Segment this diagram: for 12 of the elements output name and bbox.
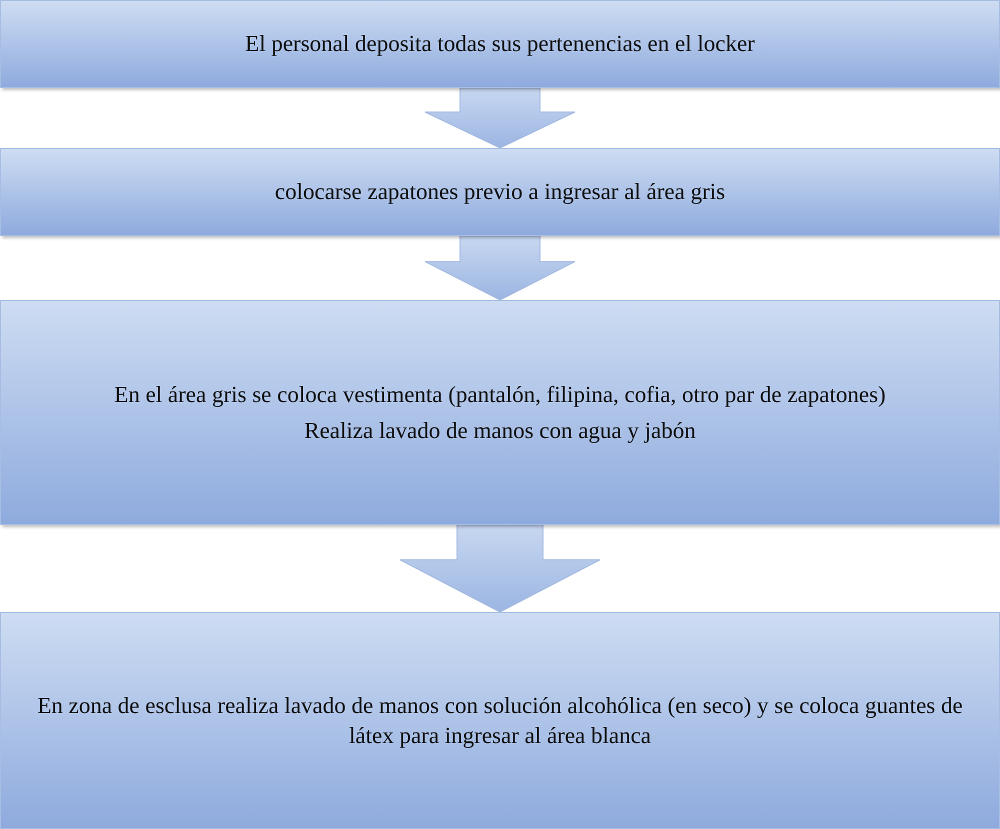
block-arrow xyxy=(400,524,600,613)
step-text: En zona de esclusa realiza lavado de manos con solución alcohólica (en seco) y se coloca guantes de látex para ingresar al área blanca xyxy=(36,692,964,750)
block-arrow xyxy=(424,236,576,301)
step-text: El personal deposita todas sus pertenencias en el locker xyxy=(245,30,755,58)
process-box xyxy=(0,612,1000,829)
process-box xyxy=(0,148,1000,236)
process-box xyxy=(0,300,1000,525)
step-text: colocarse zapatones previo a ingresar al área gris xyxy=(274,178,726,206)
step-text: Realiza lavado de manos con agua y jabón xyxy=(304,416,696,445)
block-arrow xyxy=(424,88,576,149)
step-text: En el área gris se coloca vestimenta (pantalón, filipina, cofia, otro par de zapatones) xyxy=(114,380,886,409)
process-box xyxy=(0,0,1000,88)
